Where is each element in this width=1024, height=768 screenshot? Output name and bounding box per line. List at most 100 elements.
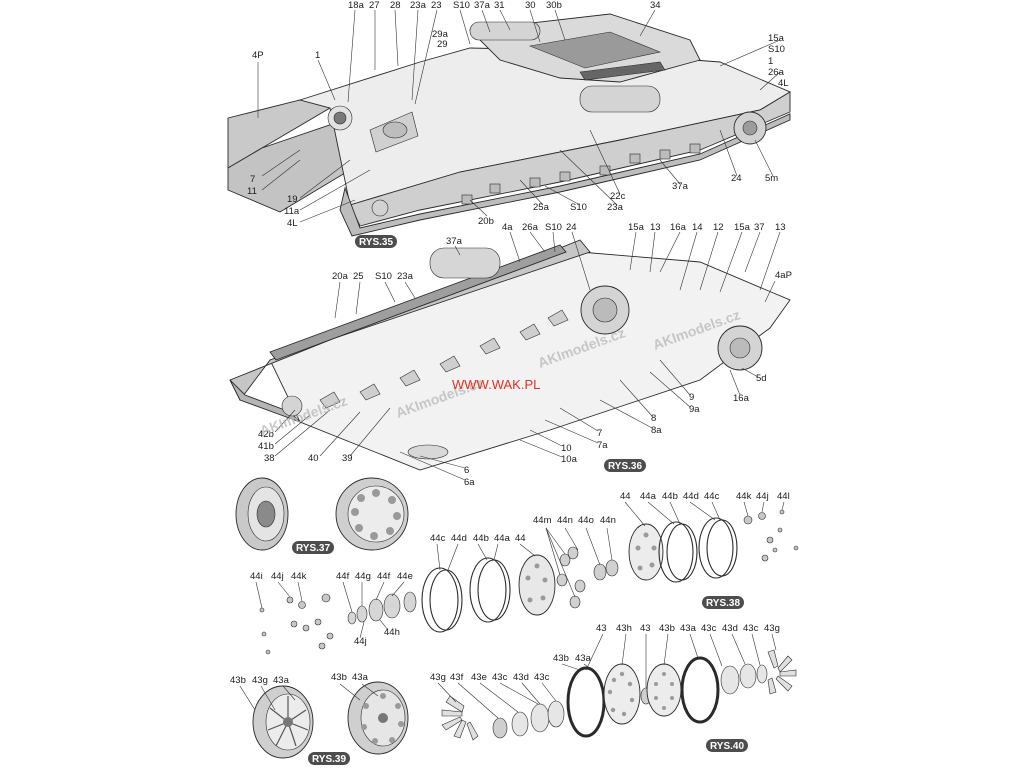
label: 44j — [271, 571, 284, 582]
rys39-leaders — [239, 683, 379, 711]
figure-rys37: RYS.37 — [235, 477, 409, 554]
label: 30b — [546, 0, 562, 11]
label: 44h — [384, 627, 400, 638]
label: 43e — [471, 672, 487, 683]
label: 4L — [778, 78, 789, 89]
axle-stack — [347, 591, 417, 625]
label: 43a — [680, 623, 697, 634]
label: 34 — [650, 0, 661, 11]
rys36-labels: 37a 4a 26a S10 24 15a 13 16a 14 12 15a 3… — [258, 222, 792, 488]
label: 44g — [355, 571, 371, 582]
rys35-leaders — [257, 9, 781, 223]
label: 6a — [464, 477, 475, 488]
rys40-leaders — [437, 633, 777, 719]
label: 16a — [733, 393, 750, 404]
wheel-disc-44-right — [628, 523, 664, 581]
idler-36 — [281, 395, 303, 417]
spoke-fan-right — [767, 649, 797, 695]
rys38-leaders — [255, 501, 785, 639]
label: 13 — [650, 222, 661, 233]
label: 41b — [258, 441, 274, 452]
washers-40 — [511, 700, 565, 737]
label: 44 — [620, 491, 631, 502]
label: 11 — [247, 186, 257, 197]
badge-rys37: RYS.37 — [292, 541, 334, 554]
label: 43 — [640, 623, 651, 634]
rys35-labels: 4P 1 18a 27 28 23a 23 S10 37a 31 30 30b … — [247, 0, 789, 229]
label: 43c — [534, 672, 550, 683]
label: 44b — [473, 533, 489, 544]
spoke-fan-left — [441, 695, 479, 741]
label: 9a — [689, 404, 700, 415]
hub-parts — [556, 546, 619, 609]
label: 43g — [764, 623, 780, 634]
hub-cone — [492, 717, 508, 739]
label: 4P — [252, 50, 264, 61]
label: 1 — [768, 56, 773, 67]
label: 44k — [736, 491, 752, 502]
label: 44j — [756, 491, 769, 502]
left-fender — [227, 99, 332, 169]
rim-43b — [566, 666, 606, 738]
label: 22c — [610, 191, 626, 202]
label: 20a — [332, 271, 349, 282]
label: 6 — [464, 465, 469, 476]
label: 44a — [494, 533, 511, 544]
label: 20b — [478, 216, 494, 227]
rings-left — [421, 557, 511, 633]
label: 44l — [777, 491, 790, 502]
badge-label: RYS.39 — [312, 754, 347, 765]
rys38-labels: 44c 44d 44b 44a 44 44m 44n 44o 44n 44 44… — [250, 491, 790, 647]
label: 44i — [250, 571, 263, 582]
label: 12 — [713, 222, 724, 233]
label: 9 — [689, 392, 694, 403]
label: 7 — [597, 428, 602, 439]
label: 44n — [557, 515, 573, 526]
label: 44f — [336, 571, 350, 582]
rys40-labels: 43 43h 43 43b 43a 43c 43d 43c 43g 43g 43… — [430, 623, 780, 683]
label: 43c — [492, 672, 508, 683]
badge-label: RYS.36 — [608, 461, 643, 472]
label: S10 — [375, 271, 392, 282]
track-guard — [339, 113, 791, 237]
label: 43h — [616, 623, 632, 634]
label: 1 — [315, 50, 320, 61]
label: 7 — [250, 174, 255, 185]
label: 44n — [600, 515, 616, 526]
fuel-drum-rear — [579, 85, 661, 113]
label: 26a — [768, 67, 785, 78]
label: 44 — [515, 533, 526, 544]
label: 23a — [607, 202, 624, 213]
label: 40 — [308, 453, 319, 464]
washers-40-right — [720, 663, 768, 695]
label: 43 — [596, 623, 607, 634]
rim-43b-right — [680, 656, 720, 724]
suspension-arms — [319, 309, 569, 409]
label: 26a — [522, 222, 539, 233]
label: 44d — [683, 491, 699, 502]
label: 27 — [369, 0, 380, 11]
label: 44j — [354, 636, 367, 647]
label: 43b — [331, 672, 347, 683]
figure-rys40: 43 43h 43 43b 43a 43c 43d 43c 43g 43g 43… — [430, 623, 797, 752]
label: 43g — [252, 675, 268, 686]
label: 38 — [264, 453, 275, 464]
lower-track-guard — [229, 379, 301, 423]
label: 42b — [258, 429, 274, 440]
label: 43a — [273, 675, 290, 686]
label: 43g — [430, 672, 446, 683]
label: 44f — [377, 571, 391, 582]
label: 7a — [597, 440, 608, 451]
label: 43b — [553, 653, 569, 664]
fuel-drum-36 — [429, 247, 501, 279]
figure-rys35: 4P 1 18a 27 28 23a 23 S10 37a 31 30 30b … — [227, 0, 791, 248]
rivet-parts — [259, 509, 799, 655]
badge-rys38: RYS.38 — [702, 596, 744, 609]
label: 44d — [451, 533, 467, 544]
bottom-hatch — [407, 444, 449, 460]
label: 23a — [410, 0, 427, 11]
label: 44e — [397, 571, 413, 582]
figure-rys39: 43b 43g 43a 43b 43a RYS.39 — [230, 672, 409, 765]
label: 11a — [284, 206, 300, 217]
